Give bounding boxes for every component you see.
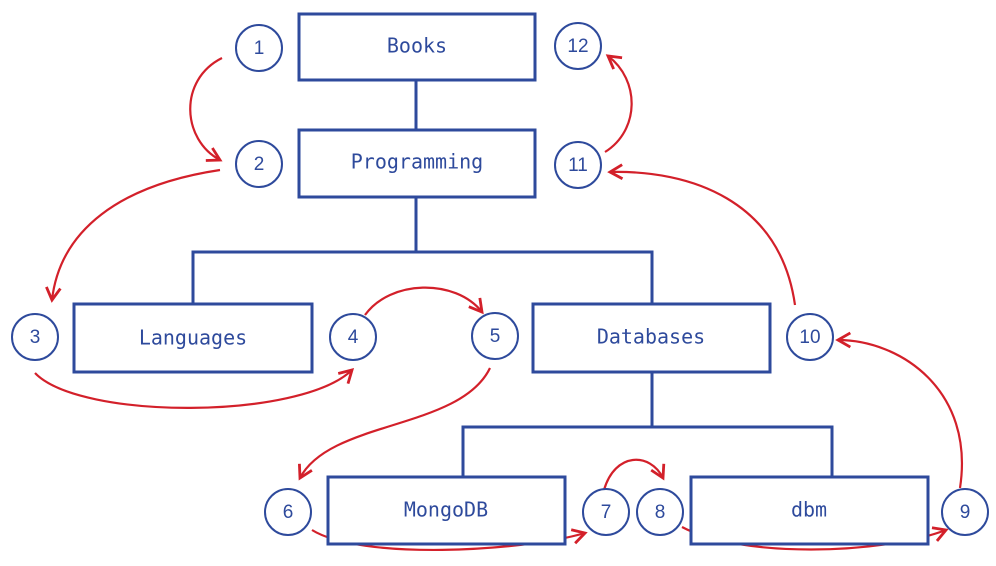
step-9: 9 [941, 488, 989, 536]
step-7: 7 [582, 488, 630, 536]
step-1-label: 1 [254, 38, 265, 59]
node-dbm-label: dbm [791, 498, 827, 522]
arrow-2-to-3 [45, 168, 221, 303]
node-books-label: Books [387, 34, 447, 58]
step-circles: 1 2 3 4 5 6 7 8 [11, 22, 989, 536]
node-dbm: dbm [689, 475, 930, 546]
node-mongodb: MongoDB [326, 475, 567, 546]
arrow-10-to-11 [607, 163, 797, 306]
node-programming: Programming [297, 128, 537, 199]
step-3-label: 3 [30, 327, 41, 348]
step-6: 6 [264, 488, 312, 536]
node-languages-label: Languages [139, 326, 247, 350]
step-12: 12 [554, 22, 602, 70]
step-8: 8 [636, 488, 684, 536]
step-6-label: 6 [283, 502, 294, 523]
node-books: Books [297, 12, 537, 82]
step-3: 3 [11, 313, 59, 361]
node-databases: Databases [531, 302, 772, 374]
arrow-3-to-4 [34, 368, 355, 409]
step-5-label: 5 [490, 326, 501, 347]
arrow-4-to-5 [364, 286, 484, 316]
step-8-label: 8 [655, 502, 666, 523]
node-languages: Languages [72, 302, 314, 374]
step-4-label: 4 [348, 327, 359, 348]
step-4: 4 [329, 313, 377, 361]
step-2-label: 2 [254, 154, 265, 175]
tree-edges [191, 80, 834, 477]
step-1: 1 [235, 24, 283, 72]
arrow-7-to-8 [602, 458, 666, 491]
step-11-label: 11 [568, 155, 588, 176]
step-2: 2 [235, 140, 283, 188]
arrow-1-to-2 [189, 57, 223, 162]
step-12-label: 12 [567, 36, 588, 57]
step-10-label: 10 [799, 327, 820, 348]
step-9-label: 9 [960, 502, 971, 523]
step-7-label: 7 [601, 502, 612, 523]
node-databases-label: Databases [597, 325, 705, 349]
edge-programming-children [191, 250, 654, 304]
arrow-5-to-6 [298, 367, 491, 481]
step-10: 10 [786, 313, 834, 361]
arrow-11-to-12 [604, 54, 633, 153]
node-mongodb-label: MongoDB [404, 498, 488, 522]
node-programming-label: Programming [351, 150, 483, 174]
step-5: 5 [471, 312, 519, 360]
edge-databases-children [461, 425, 834, 477]
step-11: 11 [554, 141, 602, 189]
arrow-9-to-10 [835, 331, 963, 489]
